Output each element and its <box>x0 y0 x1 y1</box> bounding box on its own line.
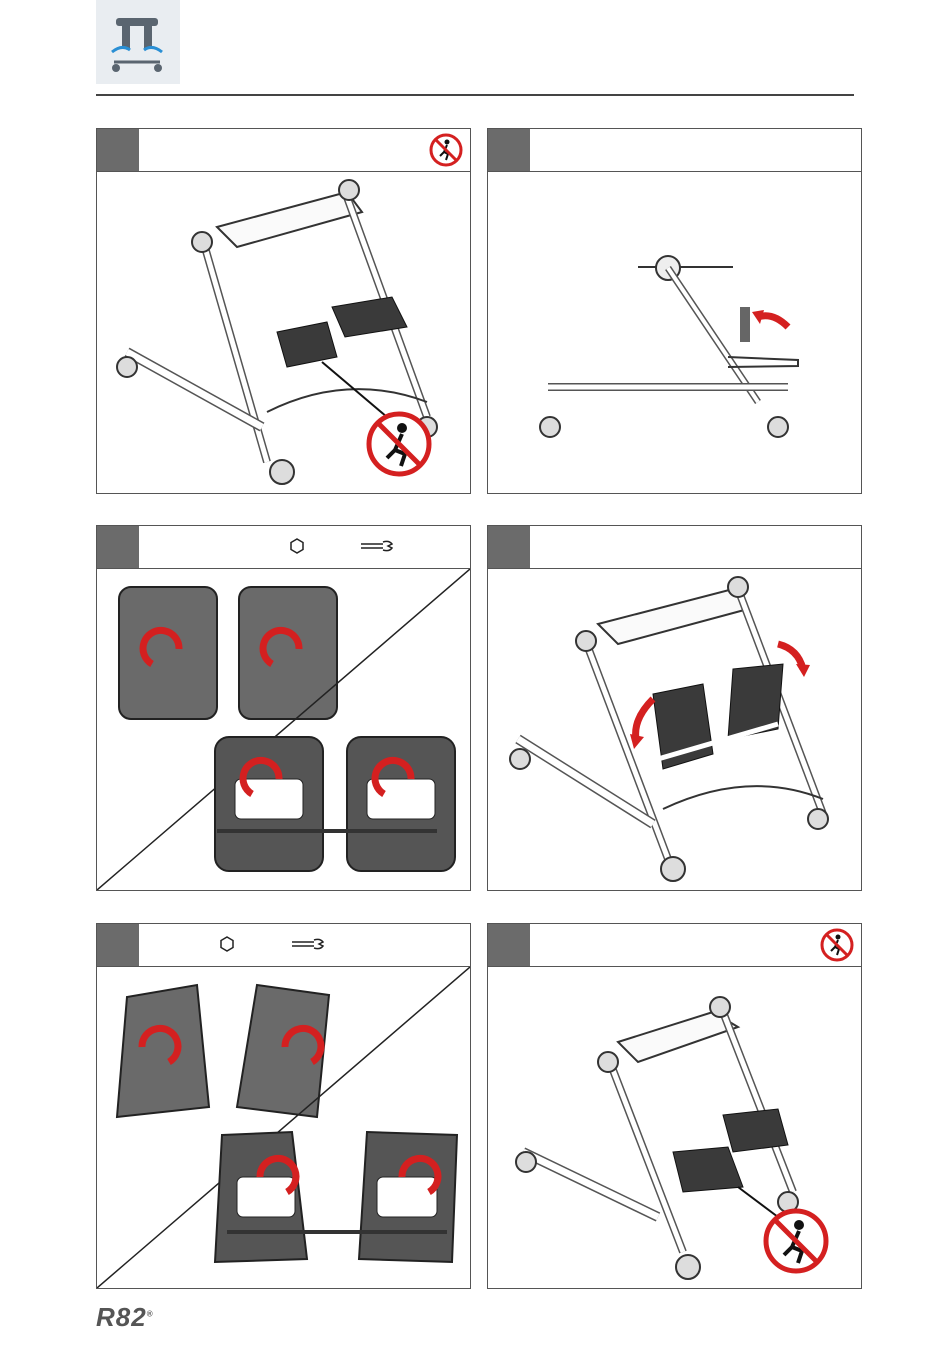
step-number-box <box>97 924 139 966</box>
step-header <box>97 129 470 172</box>
step-panel-1 <box>96 128 471 494</box>
step-panel-6 <box>487 923 862 1289</box>
step-header <box>488 924 861 967</box>
step-panel-5 <box>96 923 471 1289</box>
step-panel-3 <box>96 525 471 891</box>
hex-key-icon <box>289 538 305 559</box>
step-panel-4 <box>487 525 862 891</box>
step-number-box <box>97 129 139 171</box>
step-panel-2 <box>487 128 862 494</box>
footplates-rotate-ccw-detail <box>97 569 470 890</box>
step-number-box <box>488 924 530 966</box>
header-rule <box>96 94 854 96</box>
step-number-box <box>97 526 139 568</box>
step-number-box <box>488 129 530 171</box>
wrench-icon <box>359 538 395 559</box>
lift-frame-footplates-folded <box>488 569 861 890</box>
step-header <box>97 924 470 967</box>
hex-key-icon <box>219 936 235 957</box>
no-stepping-icon <box>819 927 855 968</box>
lift-footrest-icon <box>96 0 180 84</box>
footplates-rotate-cw-detail <box>97 967 470 1288</box>
step-number-box <box>488 526 530 568</box>
no-stepping-icon <box>428 132 464 173</box>
lift-frame-footplates-down <box>97 172 470 493</box>
wrench-icon <box>290 936 326 957</box>
step-header <box>488 526 861 569</box>
r82-logo: R82® <box>96 1302 154 1333</box>
lift-frame-footplates-down-angled <box>488 967 861 1288</box>
step-header <box>97 526 470 569</box>
step-header <box>488 129 861 172</box>
lift-side-view-fold-arrow <box>488 172 861 493</box>
